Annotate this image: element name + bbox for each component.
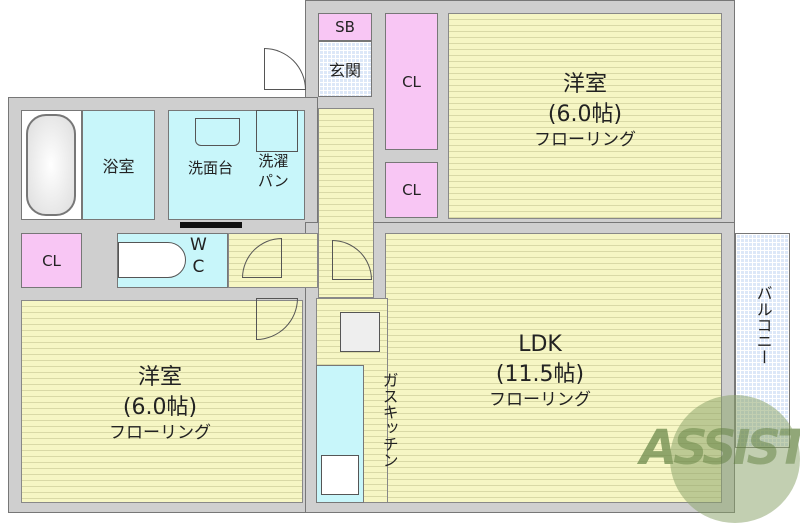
storage-sb: SB bbox=[318, 13, 372, 41]
washer-pan-icon bbox=[256, 110, 298, 152]
kitchen-label: ガスキッチン bbox=[379, 372, 399, 468]
laundry-label: 洗濯 パン bbox=[258, 152, 289, 190]
closet-tall: CL bbox=[385, 13, 438, 150]
closet-small: CL bbox=[385, 162, 438, 218]
washroom bbox=[168, 110, 305, 220]
bathroom: 浴室 bbox=[82, 110, 155, 220]
bedroom-top-label: 洋室 (6.0帖) フローリング bbox=[534, 72, 636, 151]
assist-logo: ASSIST bbox=[640, 380, 800, 523]
closet-left: CL bbox=[21, 233, 82, 288]
entrance: 玄関 bbox=[318, 41, 372, 97]
window-bar bbox=[180, 222, 242, 228]
bedroom-left bbox=[21, 300, 303, 503]
bathtub-icon bbox=[26, 114, 76, 216]
balcony-label: バルコニー bbox=[753, 285, 773, 365]
toilet-icon bbox=[118, 242, 186, 278]
ldk-label: LDK (11.5帖) フローリング bbox=[489, 332, 591, 411]
bedroom-top bbox=[448, 13, 722, 219]
entrance-door[interactable] bbox=[264, 48, 306, 90]
washbasin-label: 洗面台 bbox=[188, 159, 234, 177]
sink-icon bbox=[195, 118, 240, 146]
bedroom-left-label: 洋室 (6.0帖) フローリング bbox=[109, 365, 211, 444]
hallway-wc bbox=[228, 233, 318, 288]
ldk bbox=[385, 233, 722, 503]
stove-icon bbox=[321, 455, 359, 495]
ventilation-icon bbox=[340, 312, 380, 352]
